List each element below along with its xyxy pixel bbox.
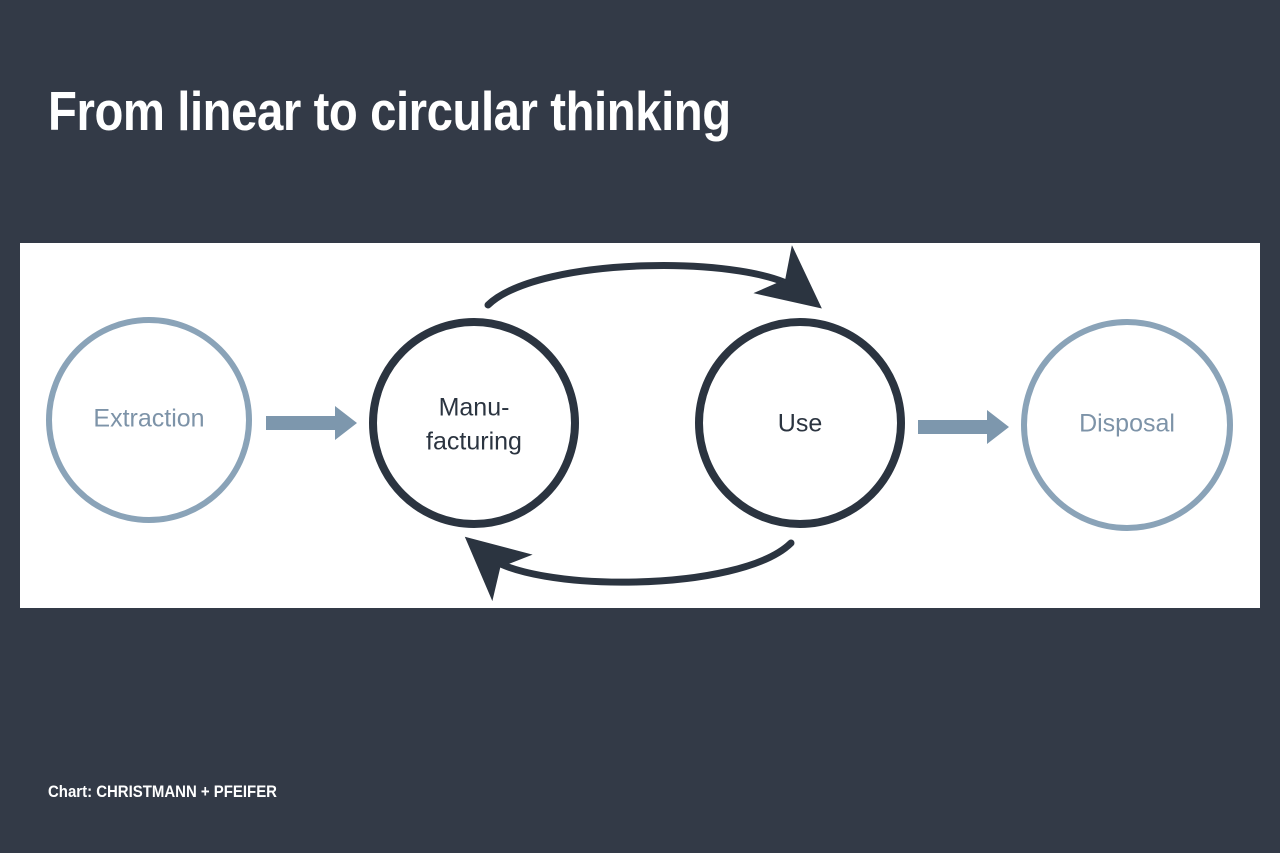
node-label-manufacturing-line1: Manu- <box>439 394 510 422</box>
node-circle-manufacturing[interactable] <box>369 318 579 528</box>
page-title: From linear to circular thinking <box>48 80 731 142</box>
node-label-extraction: Extraction <box>93 405 204 433</box>
connector-use-to-manufacturing <box>464 536 795 602</box>
diagram-panel: Extraction Manu- facturing Use Disposal <box>20 243 1260 608</box>
node-circle-extraction[interactable] <box>46 317 252 523</box>
curved-arrow-counterclockwise-icon <box>464 536 795 602</box>
node-extraction[interactable]: Extraction <box>46 317 252 523</box>
node-label-use: Use <box>778 410 822 438</box>
circular-flow-diagram: Extraction Manu- facturing Use Disposal <box>46 245 1233 602</box>
connector-manufacturing-to-use <box>484 245 822 309</box>
node-disposal[interactable]: Disposal <box>1021 319 1233 531</box>
connector-extraction-to-manufacturing <box>266 406 357 440</box>
node-label-manufacturing-line2: facturing <box>426 428 522 456</box>
connector-use-to-disposal <box>918 410 1009 444</box>
node-label-disposal: Disposal <box>1079 410 1175 438</box>
node-use[interactable]: Use <box>695 318 905 528</box>
arrow-right-icon <box>918 410 1009 444</box>
arrow-right-icon <box>266 406 357 440</box>
node-circle-use[interactable] <box>695 318 905 528</box>
curved-arrow-clockwise-icon <box>484 245 822 309</box>
chart-credit: Chart: CHRISTMANN + PFEIFER <box>48 782 277 801</box>
node-circle-disposal[interactable] <box>1021 319 1233 531</box>
node-manufacturing[interactable]: Manu- facturing <box>369 318 579 528</box>
